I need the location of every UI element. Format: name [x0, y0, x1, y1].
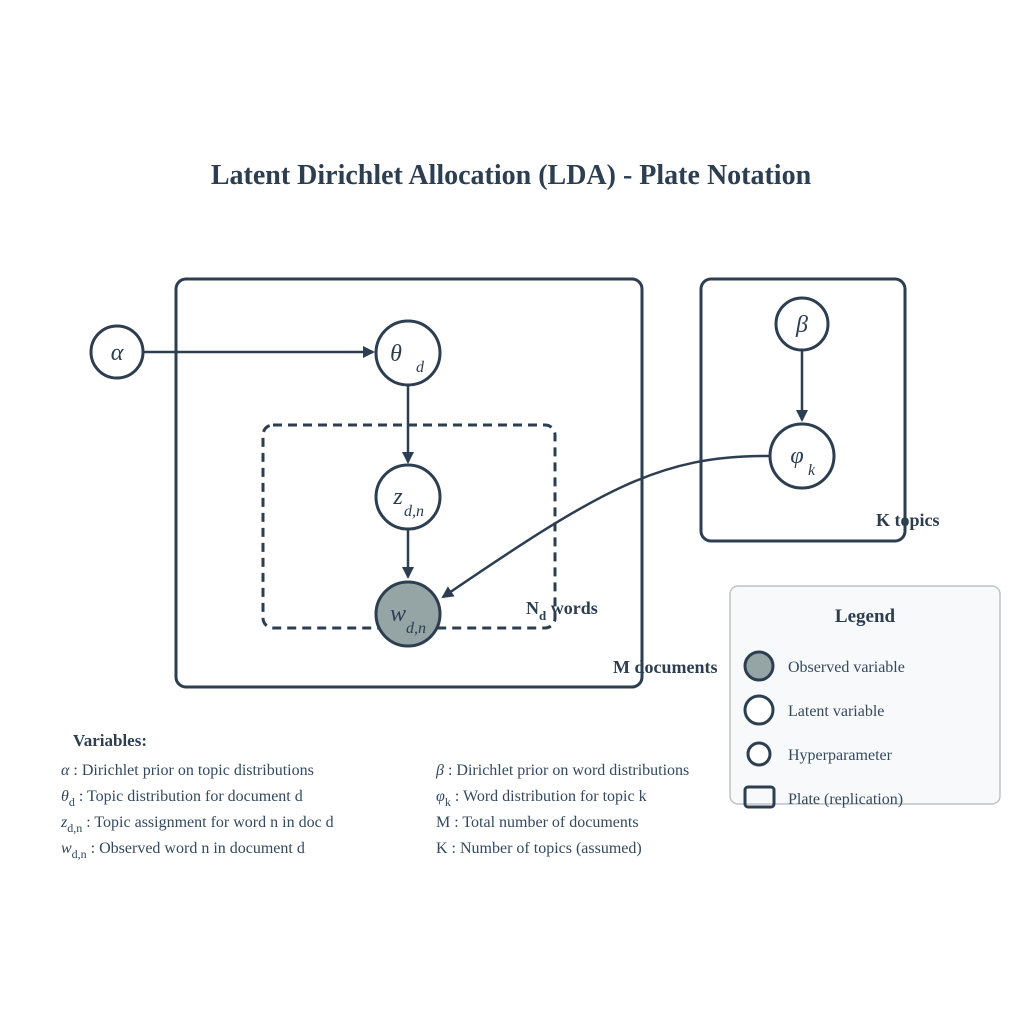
- variables-section: Variables: α : Dirichlet prior on topic …: [60, 731, 689, 861]
- legend-label-hyperparameter: Hyperparameter: [788, 747, 893, 764]
- variable-m: M : Total number of documents: [436, 814, 639, 831]
- documents-plate-label: M documents: [613, 657, 718, 677]
- theta-circle: [374, 319, 442, 387]
- var-subscript: d,n: [72, 847, 87, 861]
- variable-k: K : Number of topics (assumed): [436, 840, 642, 857]
- theta-subscript: d: [416, 359, 425, 376]
- var-description: : Topic assignment for word n in doc d: [82, 814, 333, 831]
- node-z: z d,n: [374, 463, 442, 531]
- var-symbol: w: [61, 840, 72, 857]
- var-description: : Dirichlet prior on word distributions: [444, 762, 689, 779]
- variable-beta: β : Dirichlet prior on word distribution…: [435, 762, 689, 779]
- theta-symbol: θ: [390, 341, 402, 367]
- topics-plate: [699, 277, 907, 543]
- latent-node-icon: [743, 694, 775, 726]
- var-description: : Topic distribution for document d: [75, 788, 303, 805]
- var-description: M : Total number of documents: [436, 814, 639, 831]
- var-subscript: k: [445, 795, 451, 809]
- diagram-title: Latent Dirichlet Allocation (LDA) - Plat…: [211, 160, 812, 191]
- z-circle: [374, 463, 442, 531]
- node-beta: β: [774, 296, 830, 352]
- legend-panel: [729, 585, 1001, 805]
- words-plate-label-main: N: [526, 598, 539, 618]
- node-alpha: α: [89, 324, 145, 380]
- phi-circle: [768, 422, 836, 490]
- hyperparameter-node-icon: [746, 741, 772, 767]
- w-subscript: d,n: [406, 620, 426, 637]
- var-symbol: z: [60, 814, 68, 831]
- var-symbol: β: [435, 762, 444, 779]
- legend-label-plate: Plate (replication): [788, 791, 903, 808]
- legend-title: Legend: [835, 606, 896, 627]
- legend-item-hyperparameter: Hyperparameter: [746, 741, 893, 767]
- words-plate-label: Nd words: [526, 598, 598, 623]
- legend: Legend Observed variable Latent variable…: [729, 585, 1001, 809]
- variable-alpha: α : Dirichlet prior on topic distributio…: [61, 762, 314, 779]
- plate-icon: [743, 785, 776, 809]
- node-w: w d,n: [374, 580, 442, 648]
- beta-circle: [774, 296, 830, 352]
- variables-heading: Variables:: [73, 731, 147, 750]
- var-symbol: α: [61, 762, 70, 779]
- var-symbol: φ: [436, 788, 445, 805]
- legend-label-latent: Latent variable: [788, 703, 884, 720]
- var-subscript: d,n: [67, 821, 82, 835]
- alpha-circle: [89, 324, 145, 380]
- legend-item-plate: Plate (replication): [743, 785, 903, 809]
- legend-label-observed: Observed variable: [788, 659, 905, 676]
- var-description: K : Number of topics (assumed): [436, 840, 642, 857]
- w-circle: [374, 580, 442, 648]
- phi-symbol: φ: [790, 443, 803, 469]
- variable-phi: φk : Word distribution for topic k: [436, 788, 647, 809]
- observed-node-icon: [743, 650, 775, 682]
- topics-plate-label: K topics: [876, 510, 940, 530]
- words-plate-label-rest: words: [546, 598, 598, 618]
- z-symbol: z: [392, 484, 403, 510]
- var-description: : Word distribution for topic k: [451, 788, 647, 805]
- phi-subscript: k: [808, 462, 816, 479]
- w-symbol: w: [390, 601, 406, 627]
- variable-w: wd,n : Observed word n in document d: [61, 840, 305, 861]
- var-description: : Observed word n in document d: [87, 840, 305, 857]
- var-subscript: d: [69, 795, 75, 809]
- legend-item-observed: Observed variable: [743, 650, 905, 682]
- node-phi: φ k: [768, 422, 836, 490]
- beta-symbol: β: [795, 312, 808, 338]
- legend-item-latent: Latent variable: [743, 694, 884, 726]
- documents-plate: [174, 277, 644, 689]
- node-theta: θ d: [374, 319, 442, 387]
- z-subscript: d,n: [404, 503, 424, 520]
- alpha-symbol: α: [111, 340, 124, 366]
- variable-z: zd,n : Topic assignment for word n in do…: [60, 814, 334, 835]
- variable-theta: θd : Topic distribution for document d: [61, 788, 303, 809]
- edge-phi-w: [441, 454, 770, 599]
- words-plate-label-sub: d: [539, 608, 547, 623]
- var-symbol: θ: [61, 788, 69, 805]
- var-description: : Dirichlet prior on topic distributions: [69, 762, 313, 779]
